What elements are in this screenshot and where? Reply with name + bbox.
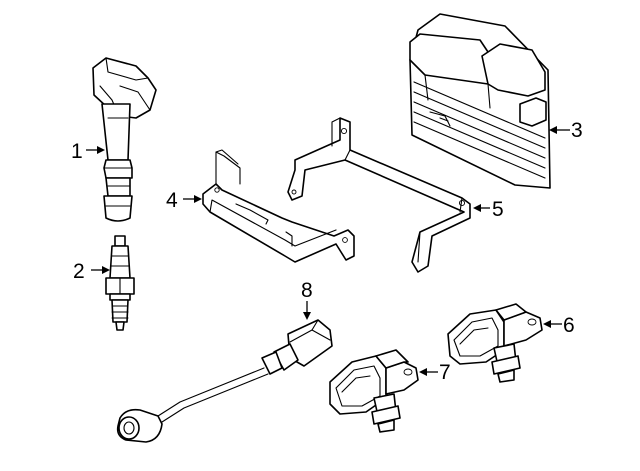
callout-4[interactable]: 4 bbox=[166, 189, 178, 212]
callout-1[interactable]: 1 bbox=[71, 140, 83, 163]
knock-sensor[interactable] bbox=[116, 319, 333, 443]
callout-2[interactable]: 2 bbox=[73, 260, 85, 283]
callout-7-leader bbox=[419, 368, 438, 376]
callout-2-leader bbox=[91, 266, 110, 274]
crankshaft-position-sensor[interactable] bbox=[447, 303, 543, 383]
callout-8-leader bbox=[303, 301, 311, 320]
callout-5[interactable]: 5 bbox=[492, 198, 504, 221]
callout-1-leader bbox=[86, 146, 105, 154]
callout-3-leader bbox=[549, 126, 570, 134]
ignition-coil[interactable] bbox=[92, 57, 157, 222]
callout-4-leader bbox=[183, 195, 202, 203]
callout-5-leader bbox=[473, 204, 490, 212]
camshaft-position-sensor[interactable] bbox=[329, 349, 419, 433]
callout-6[interactable]: 6 bbox=[563, 314, 575, 337]
callout-8[interactable]: 8 bbox=[301, 279, 313, 302]
engine-control-module[interactable] bbox=[409, 13, 551, 189]
mounting-bracket-small[interactable] bbox=[202, 149, 355, 263]
callout-7[interactable]: 7 bbox=[439, 361, 451, 384]
mounting-bracket-large[interactable] bbox=[287, 117, 471, 273]
callout-6-leader bbox=[543, 320, 562, 328]
callout-3[interactable]: 3 bbox=[571, 119, 583, 142]
spark-plug[interactable] bbox=[105, 235, 135, 331]
